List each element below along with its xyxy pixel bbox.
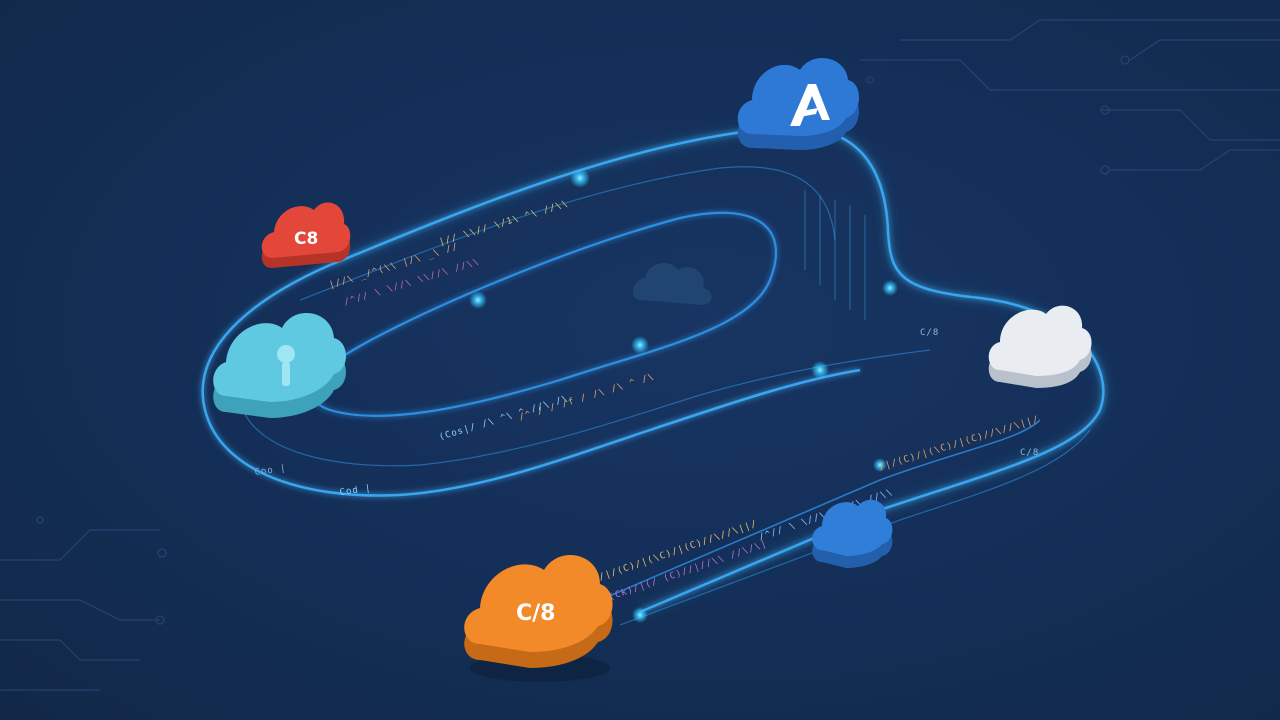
- code-line-left-b: Coo |: [254, 464, 287, 478]
- cloud-orange-label: C/8: [516, 601, 556, 626]
- code-line-mid-a: (Cos|/ /\ ^\ ^ //\ /\: [438, 394, 570, 443]
- cloud-cyan: [213, 313, 346, 418]
- cloud-white: [988, 305, 1092, 388]
- cloud-faint-center: [633, 263, 712, 305]
- pin-icon: [277, 345, 295, 386]
- code-line-right-b: C/8: [1020, 448, 1039, 458]
- code-stream: |//\ _/^(\\ |/\ _\ // /^// \ \//\ \\//\ …: [254, 199, 1040, 603]
- cloud-blue-top: [737, 57, 860, 150]
- cloud-orange: C/8: [464, 555, 613, 682]
- glow-nodes: [469, 168, 898, 623]
- cloud-blue-small: [812, 499, 893, 568]
- cloud-red-label: C8: [294, 229, 318, 249]
- cloud-red: C8: [261, 202, 351, 268]
- code-line-left-a: Cod |: [339, 484, 372, 498]
- circuit-lines-top-right: [860, 19, 1280, 175]
- circuit-lines-bottom-left: [0, 516, 167, 691]
- a-logo-icon: [790, 84, 830, 126]
- code-line-right-a: C/8: [920, 328, 939, 338]
- code-line-upper-c: |// \\// \/1\ ^\ //\\: [438, 199, 570, 248]
- pipeline-track: [201, 125, 1106, 626]
